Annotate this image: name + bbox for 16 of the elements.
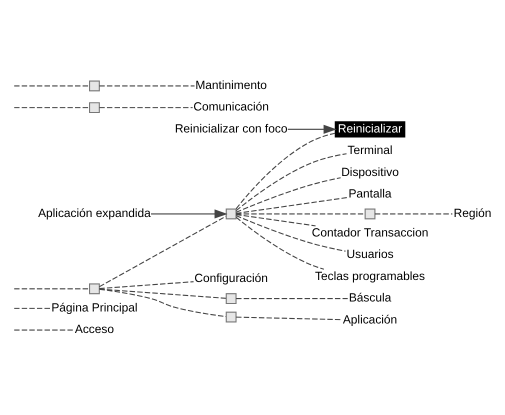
- node-text: Región: [453, 206, 491, 220]
- node-text: Usuarios: [346, 246, 394, 261]
- node-text: Página Principal: [50, 300, 138, 314]
- node-text: Reinicializar con foco: [174, 120, 287, 135]
- node-text: Comunicación: [192, 99, 268, 114]
- node-text: Aplicación: [342, 312, 397, 326]
- node-text: Pantalla: [348, 186, 392, 200]
- node-text: Báscula: [348, 290, 391, 304]
- node-text: Mantinimento: [194, 77, 266, 92]
- node-text: Configuración: [194, 270, 268, 285]
- node-text: Acceso: [74, 322, 114, 336]
- node-text: Dispositivo: [340, 164, 398, 178]
- node-text: Contador Transaccion: [311, 225, 428, 240]
- node-text: Aplicación expandida: [38, 206, 150, 220]
- node-text: Terminal: [347, 142, 392, 157]
- node-text: Teclas programables: [314, 268, 425, 282]
